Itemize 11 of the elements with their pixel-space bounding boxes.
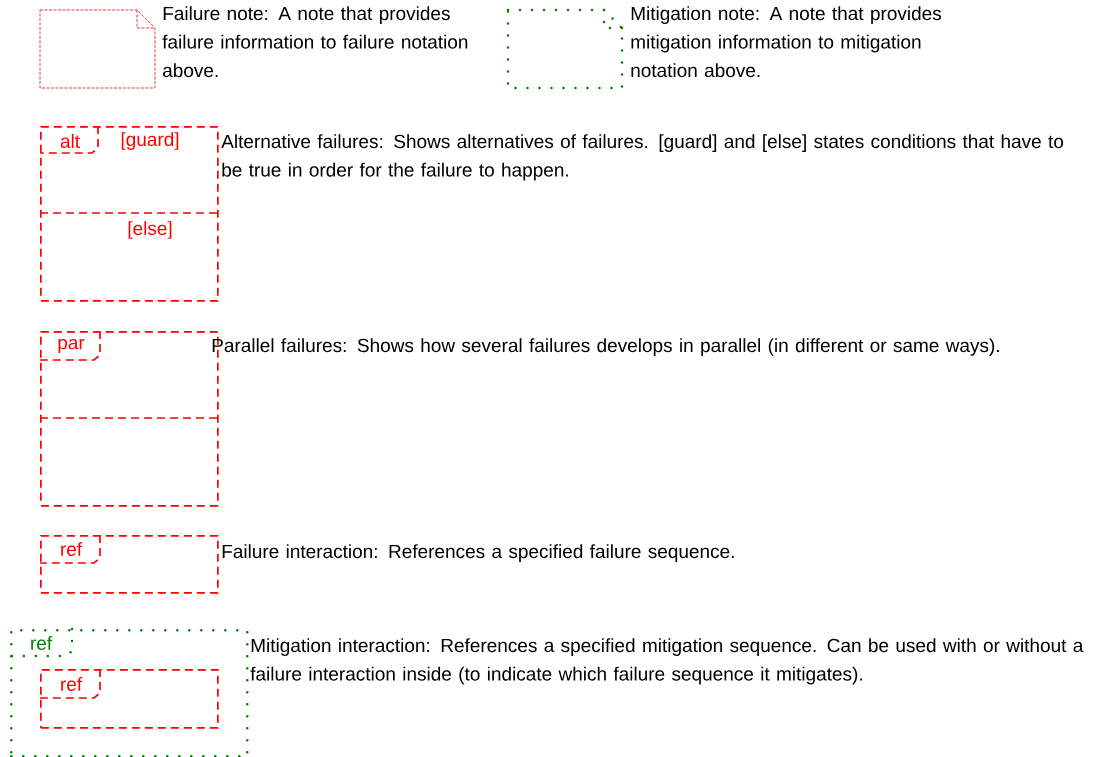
description-text: Parallel failures: Shows how several failures develops in parallel (in different or same ways).: [212, 338, 999, 356]
frame-box: ref: [39, 534, 219, 594]
description-text: Mitigation note: A note that provides mitigation information to mitigation notation above.: [631, 6, 942, 78]
description-text: Mitigation interaction: References a specified mitigation sequence. Can be used with or without a failure interaction inside (to indicate which failure sequence it mitigates).: [250, 638, 1084, 685]
description-text: Failure note: A note that provides failure information to failure notation above.: [162, 6, 468, 78]
description-text: Alternative failures: Shows alternatives of failures. [guard] and [else] states conditions that have to be true in order for the failure to happen.: [221, 134, 1064, 181]
note-shape: [39, 9, 156, 89]
note-shape: [506, 8, 624, 90]
frame-box: alt [guard] [else]: [39, 125, 219, 302]
description-text: Failure interaction: References a specified failure sequence.: [222, 544, 734, 562]
frame-box: ref: [39, 668, 219, 729]
